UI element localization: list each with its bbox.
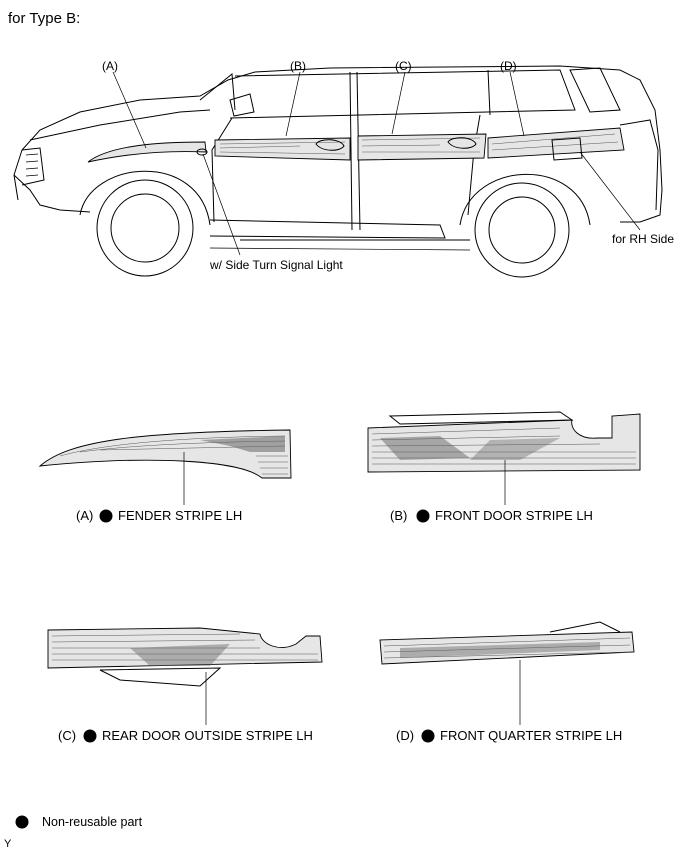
- legend-text: Non-reusable part: [42, 815, 143, 829]
- callout-c: (C): [395, 59, 412, 73]
- non-reusable-dot-d: [421, 729, 435, 743]
- part-a-letter: (A): [76, 508, 94, 523]
- part-d-front-quarter-stripe: [379, 621, 635, 725]
- callout-a: (A): [102, 59, 118, 73]
- part-b-front-door-stripe: [367, 411, 641, 505]
- callout-turn-signal: w/ Side Turn Signal Light: [210, 258, 343, 272]
- corner-code: Y: [4, 838, 12, 850]
- non-reusable-dot-c: [83, 729, 97, 743]
- part-b-name: FRONT DOOR STRIPE LH: [435, 508, 593, 523]
- non-reusable-dot-a: [99, 509, 113, 523]
- part-a-name: FENDER STRIPE LH: [118, 508, 243, 523]
- page-title: for Type B:: [8, 10, 81, 27]
- part-d-name: FRONT QUARTER STRIPE LH: [440, 728, 623, 743]
- legend-dot-icon: [15, 815, 29, 829]
- part-c-letter: (C): [58, 728, 77, 743]
- vehicle-side-view: [13, 65, 663, 278]
- part-d-letter: (D): [396, 728, 415, 743]
- part-c-name: REAR DOOR OUTSIDE STRIPE LH: [102, 728, 313, 743]
- callout-d: (D): [500, 59, 517, 73]
- part-b-letter: (B): [390, 508, 408, 523]
- callout-rh-side: for RH Side: [612, 232, 675, 246]
- non-reusable-dot-b: [416, 509, 430, 523]
- part-a-fender-stripe: [38, 429, 292, 505]
- callout-b: (B): [290, 59, 306, 73]
- part-c-rear-door-outside-stripe: [47, 627, 323, 725]
